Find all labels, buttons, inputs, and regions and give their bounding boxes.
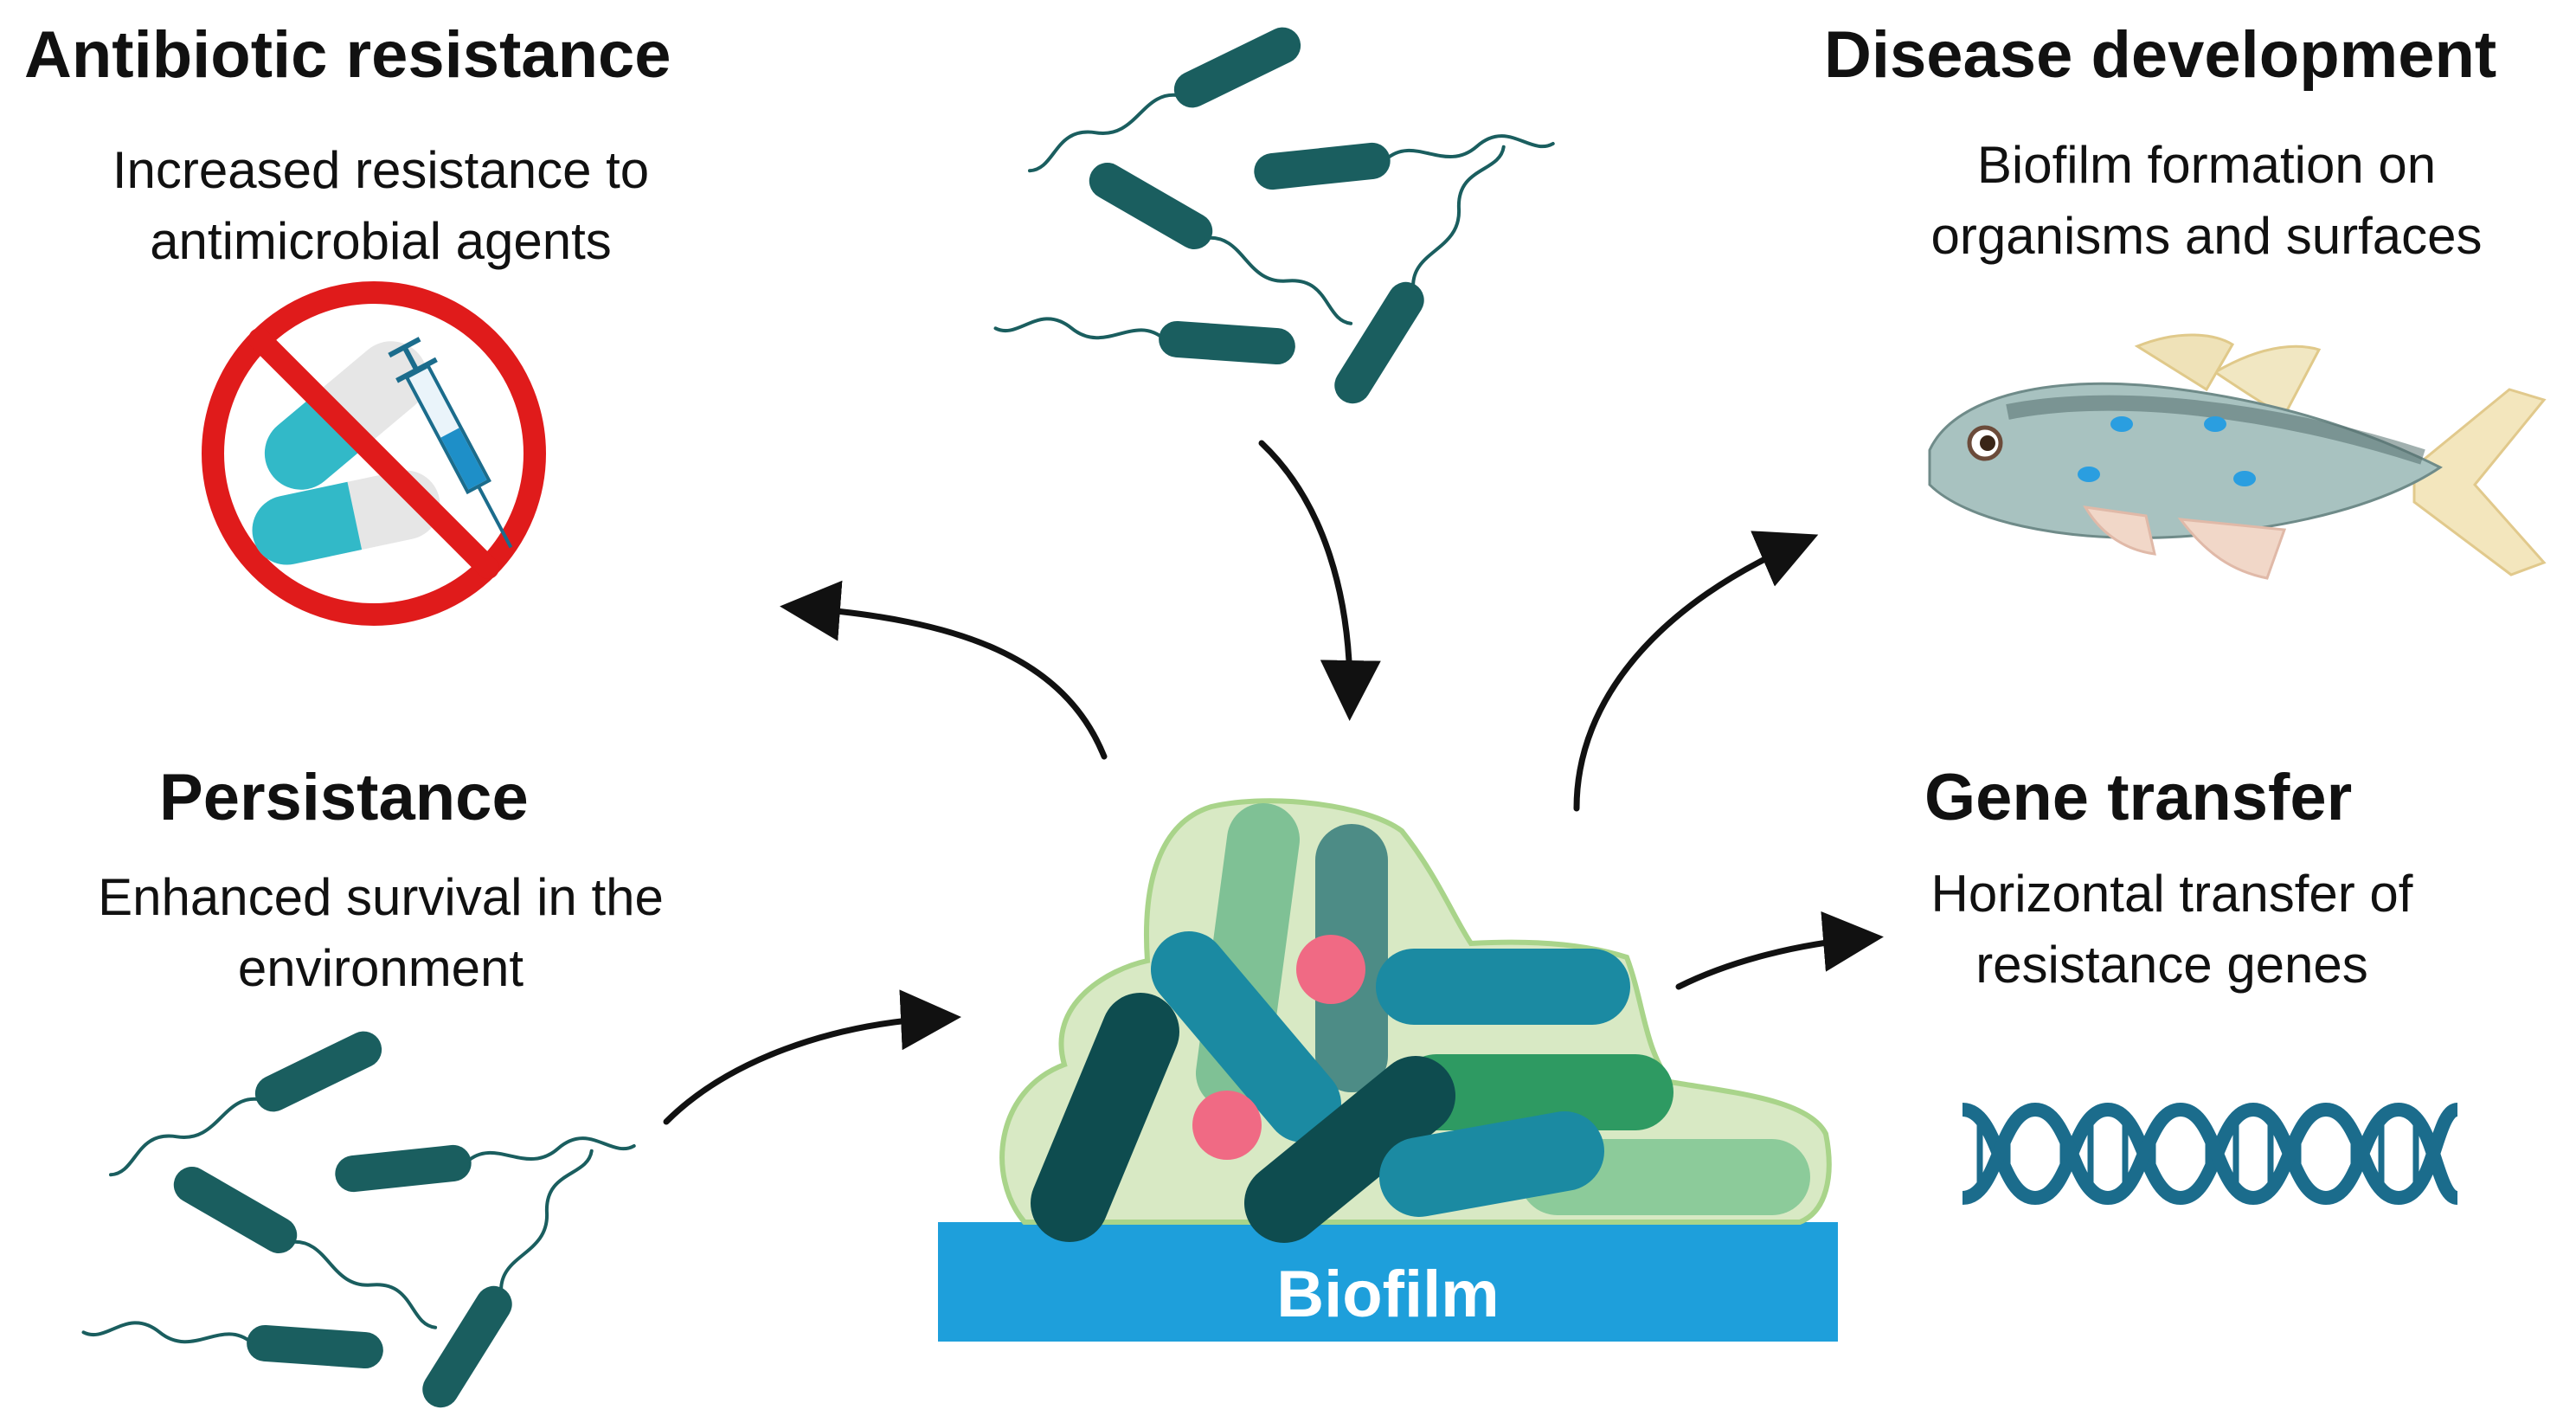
flow-arrows <box>663 440 1884 1125</box>
arrow-to-biofilm <box>1258 440 1381 721</box>
desc-line: Increased resistance to <box>112 141 650 199</box>
no-antibiotics-icon <box>202 281 546 626</box>
gene-transfer-heading: Gene transfer <box>1924 761 2353 834</box>
arrow-from-persistance <box>663 989 961 1125</box>
bacteria-icon <box>995 35 1553 388</box>
fish-icon <box>1928 333 2547 580</box>
desc-line: Enhanced survival in the <box>98 868 664 926</box>
biofilm-surface <box>938 1222 1838 1342</box>
disease-development-description: Biofilm formation on organisms and surfa… <box>1860 130 2553 272</box>
desc-line: antimicrobial agents <box>150 212 612 270</box>
disease-development-heading: Disease development <box>1824 18 2497 92</box>
persistance-description: Enhanced survival in the environment <box>26 862 736 1004</box>
desc-line: Horizontal transfer of <box>1930 865 2413 923</box>
biofilm-label: Biofilm <box>1276 1258 1500 1331</box>
antibiotic-resistance-description: Increased resistance to antimicrobial ag… <box>26 135 736 277</box>
antibiotic-resistance-heading: Antibiotic resistance <box>24 18 671 92</box>
desc-line: Biofilm formation on <box>1976 136 2437 194</box>
gene-transfer-description: Horizontal transfer of resistance genes <box>1826 859 2518 1001</box>
desc-line: organisms and surfaces <box>1930 207 2483 265</box>
biofilm-icon <box>938 798 1838 1342</box>
bacteria-icon <box>83 1039 634 1392</box>
desc-line: environment <box>237 939 524 997</box>
dna-icon <box>1961 1102 2460 1206</box>
arrow-to-gene-transfer <box>1675 911 1884 990</box>
desc-line: resistance genes <box>1975 936 2368 994</box>
persistance-heading: Persistance <box>159 761 529 834</box>
arrow-to-disease-development <box>1573 531 1819 812</box>
arrow-to-antibiotic-resistance <box>780 580 1108 760</box>
